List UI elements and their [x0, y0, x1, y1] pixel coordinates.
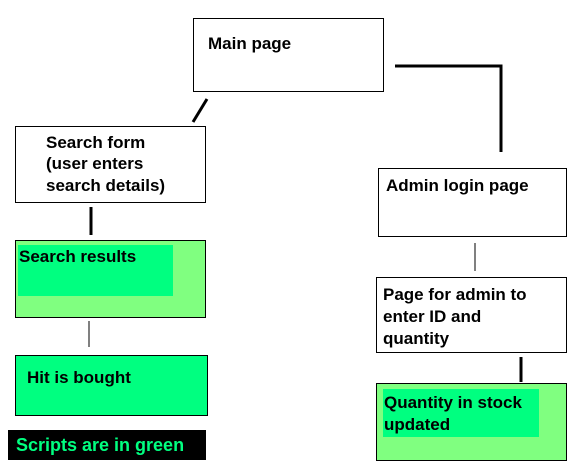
node-stock-updated-line-2: updated: [384, 415, 451, 434]
script-highlight: [383, 389, 539, 437]
node-stock-updated: Quantity in stock updated: [376, 383, 567, 461]
node-search-form-line-2: (user enters: [46, 154, 144, 173]
node-admin-enter: Page for admin to enter ID and quantity: [376, 277, 567, 353]
node-admin-login: Admin login page: [378, 168, 567, 237]
legend: Scripts are in green: [8, 430, 206, 460]
node-admin-enter-line-2: enter ID and: [383, 307, 482, 326]
node-hit-bought: Hit is bought: [15, 355, 208, 416]
legend-label: Scripts are in green: [16, 435, 185, 455]
node-admin-enter-line-1: Page for admin to: [383, 285, 527, 304]
connector-main-to-search-form: [191, 98, 209, 123]
node-search-form-line-1: Search form: [46, 133, 146, 152]
node-search-form: Search form (user enters search details): [15, 126, 206, 203]
node-main-page-label: Main page: [208, 34, 292, 53]
node-admin-login-label: Admin login page: [386, 176, 529, 195]
node-search-results: Search results: [15, 240, 206, 318]
node-stock-updated-line-1: Quantity in stock: [384, 393, 522, 412]
node-main-page: Main page: [193, 18, 384, 92]
node-search-form-line-3: search details): [46, 176, 166, 195]
connector-main-to-admin-login: [395, 64, 503, 152]
node-admin-enter-line-3: quantity: [383, 329, 450, 348]
node-search-results-label: Search results: [19, 247, 137, 266]
node-hit-bought-label: Hit is bought: [27, 368, 131, 387]
script-highlight: [18, 245, 173, 296]
